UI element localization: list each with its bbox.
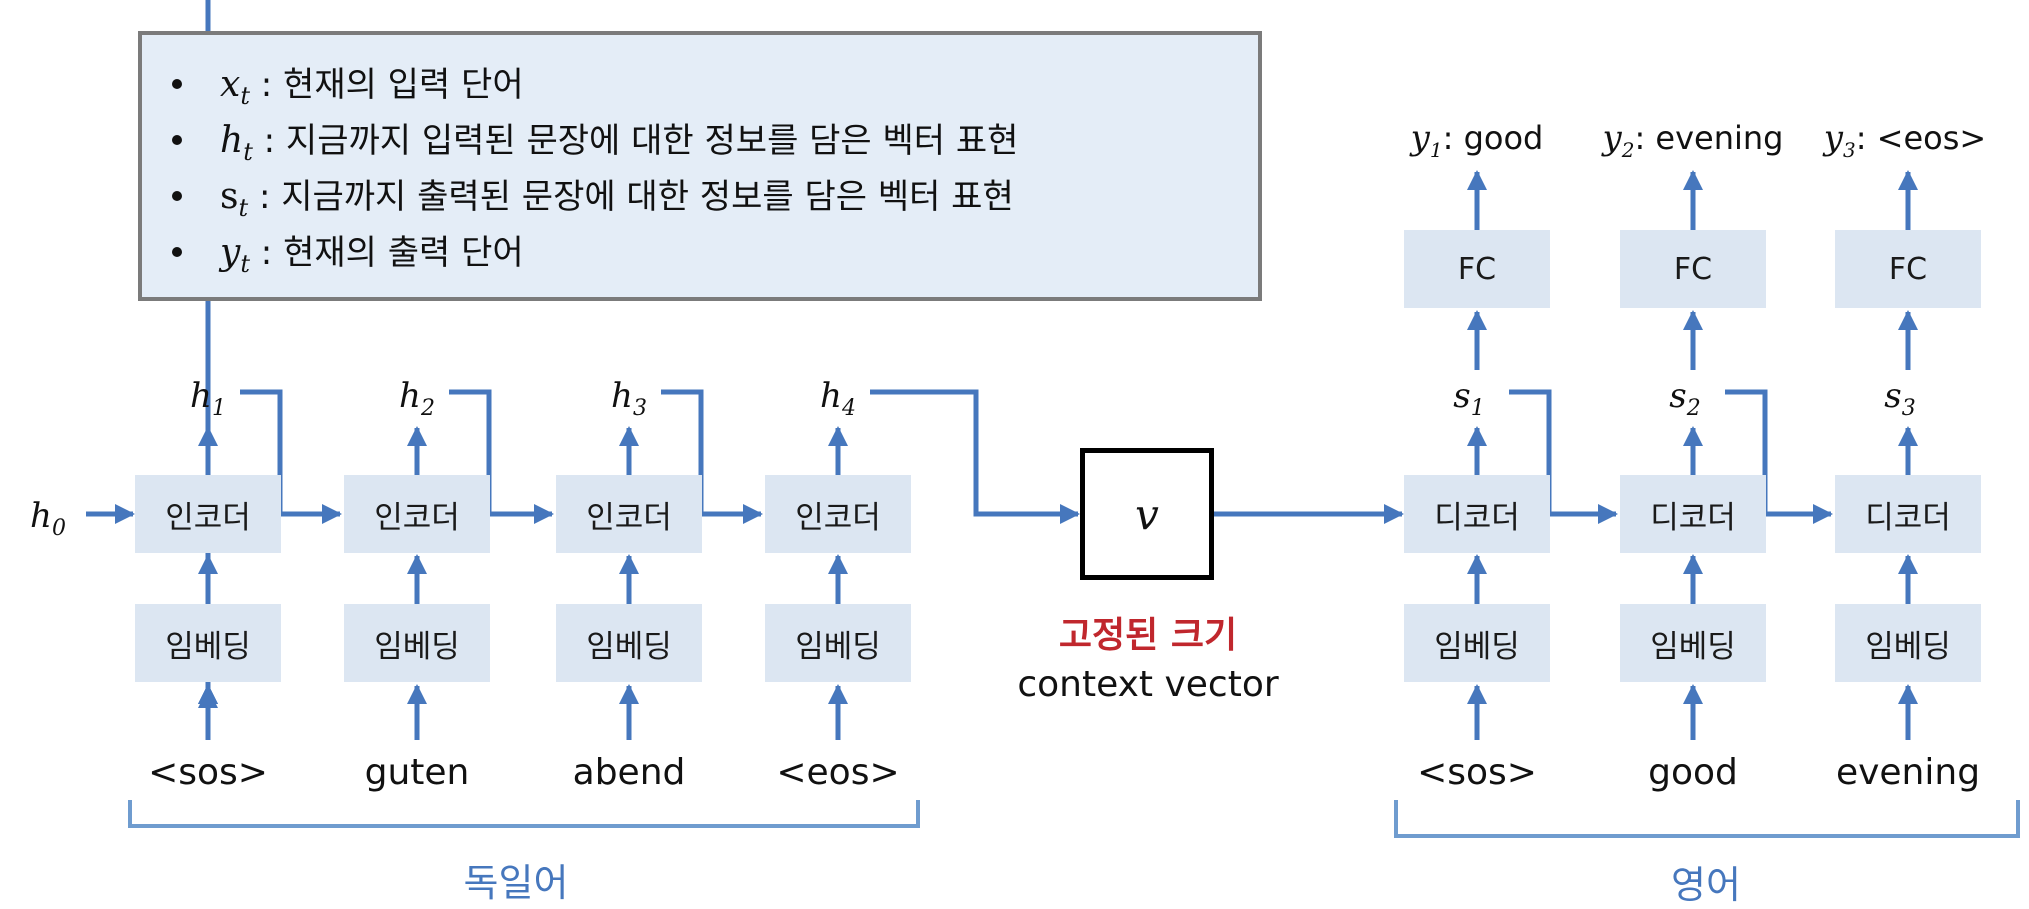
fc-layer-2: FC [1620,230,1766,308]
arrow-dec-state-2-to-decoder-3 [1725,389,1833,524]
encoder-bracket [128,800,920,828]
source-language-label: 독일어 [463,861,569,905]
decoder-input-token-1: <sos> [1417,752,1537,793]
encoder-hidden-state-3: h3 [611,376,647,421]
arrow-state-1-to-encoder-2 [240,389,342,524]
fc-layer-3: FC [1835,230,1981,308]
arrow-dec-state-1-to-decoder-2 [1509,389,1618,524]
encoder-embedding-2: 임베딩 [344,604,490,682]
encoder-embedding-1: 임베딩 [135,604,281,682]
encoder-block-4: 인코더 [765,475,911,553]
encoder-input-token-3: abend [572,752,686,793]
fixed-size-label: 고정된 크기 [1058,615,1238,656]
decoder-block-3: 디코더 [1835,475,1981,553]
decoder-hidden-state-1: s1 [1453,376,1485,421]
decoder-block-2: 디코더 [1620,475,1766,553]
initial-hidden-state: h0 [30,496,66,541]
encoder-hidden-state-1: h1 [190,376,226,421]
encoder-hidden-state-2: h2 [399,376,435,421]
legend-item-y: yt : 현재의 출력 단어 [172,225,1258,281]
decoder-embedding-3: 임베딩 [1835,604,1981,682]
context-vector-box: v [1080,448,1214,580]
target-language-label: 영어 [1671,863,1741,907]
arrow-state-2-to-encoder-3 [449,389,554,524]
decoder-output-2: y2: evening [1602,118,1784,162]
decoder-bracket [1394,800,2020,838]
context-vector-label: context vector [1017,664,1279,705]
decoder-embedding-1: 임베딩 [1404,604,1550,682]
arrow-state-3-to-encoder-4 [661,389,763,524]
decoder-output-1: y1: good [1410,118,1544,162]
decoder-block-1: 디코더 [1404,475,1550,553]
encoder-input-token-2: guten [364,752,470,793]
decoder-input-token-3: evening [1835,752,1981,793]
legend-box: xt : 현재의 입력 단어 ht : 지금까지 입력된 문장에 대한 정보를 … [138,31,1262,301]
encoder-input-token-1: <sos> [148,752,268,793]
encoder-hidden-state-4: h4 [820,376,856,421]
arrow-to-context [870,389,1080,524]
encoder-block-1: 인코더 [135,475,281,553]
fc-layer-1: FC [1404,230,1550,308]
decoder-output-3: y3: <eos> [1823,118,1987,162]
encoder-block-2: 인코더 [344,475,490,553]
legend-item-s: st : 지금까지 출력된 문장에 대한 정보를 담은 벡터 표현 [172,169,1258,225]
decoder-hidden-state-3: s3 [1884,376,1916,421]
encoder-input-token-4: <eos> [776,752,900,793]
legend-item-h: ht : 지금까지 입력된 문장에 대한 정보를 담은 벡터 표현 [172,113,1258,169]
decoder-hidden-state-2: s2 [1669,376,1701,421]
encoder-embedding-3: 임베딩 [556,604,702,682]
encoder-embedding-4: 임베딩 [765,604,911,682]
encoder-block-3: 인코더 [556,475,702,553]
decoder-input-token-2: good [1648,752,1738,793]
decoder-embedding-2: 임베딩 [1620,604,1766,682]
legend-item-x: xt : 현재의 입력 단어 [172,57,1258,113]
